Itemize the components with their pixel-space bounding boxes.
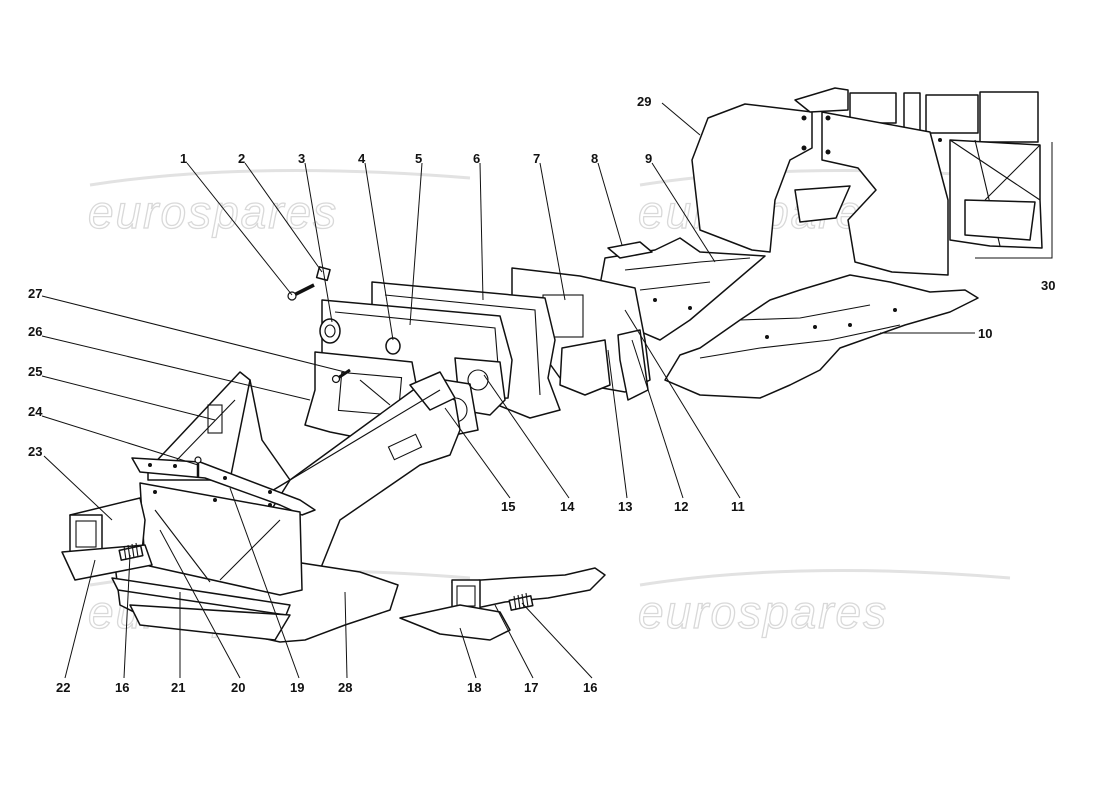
callout-label: 11 [731,499,745,514]
grommet-ring [319,318,341,344]
callout-label: 22 [56,680,70,695]
callout-label: 23 [28,444,42,459]
callout-label: 17 [524,680,538,695]
small-pad [607,241,653,259]
callout-label: 13 [618,499,632,514]
channel-piece [617,329,649,401]
watermark-text: eurospares [638,586,888,638]
callout-labels: 1 2 3 4 5 6 7 8 9 10 11 12 13 14 15 16 1… [28,94,1055,695]
callout-label: 5 [415,151,422,166]
callout-label: 30 [1041,278,1055,293]
callout-label: 14 [560,499,575,514]
rear-duct [399,567,606,641]
callout-label: 8 [591,151,598,166]
callout-label: 12 [674,499,688,514]
callout-label: 26 [28,324,42,339]
callout-label: 9 [645,151,652,166]
callout-label: 16 [583,680,597,695]
leader-lines [41,102,975,679]
callout-label: 10 [978,326,992,341]
rear-panel-assembly [691,87,1043,276]
spring [508,592,534,611]
front-duct [61,497,153,581]
screw [331,368,351,384]
rail-strip [131,457,316,516]
main-floor-panel [664,274,979,399]
spring [118,542,144,561]
callout-label: 27 [28,286,42,301]
callout-label: 4 [358,151,366,166]
callout-label: 21 [171,680,185,695]
callout-label: 20 [231,680,245,695]
plug [385,337,401,355]
callout-label: 15 [501,499,515,514]
callout-label: 2 [238,151,245,166]
callout-label: 28 [338,680,352,695]
callout-label: 7 [533,151,540,166]
bolt [287,283,315,301]
callout-label: 29 [637,94,651,109]
callout-label: 6 [473,151,480,166]
bracket-line [975,142,1053,259]
callout-label: 18 [467,680,481,695]
callout-label: 16 [115,680,129,695]
channel-piece [559,339,611,396]
watermark-text: eurospares [88,186,338,238]
callout-label: 25 [28,364,42,379]
callout-label: 3 [298,151,305,166]
callout-label: 24 [28,404,43,419]
callout-label: 1 [180,151,187,166]
callout-label: 19 [290,680,304,695]
